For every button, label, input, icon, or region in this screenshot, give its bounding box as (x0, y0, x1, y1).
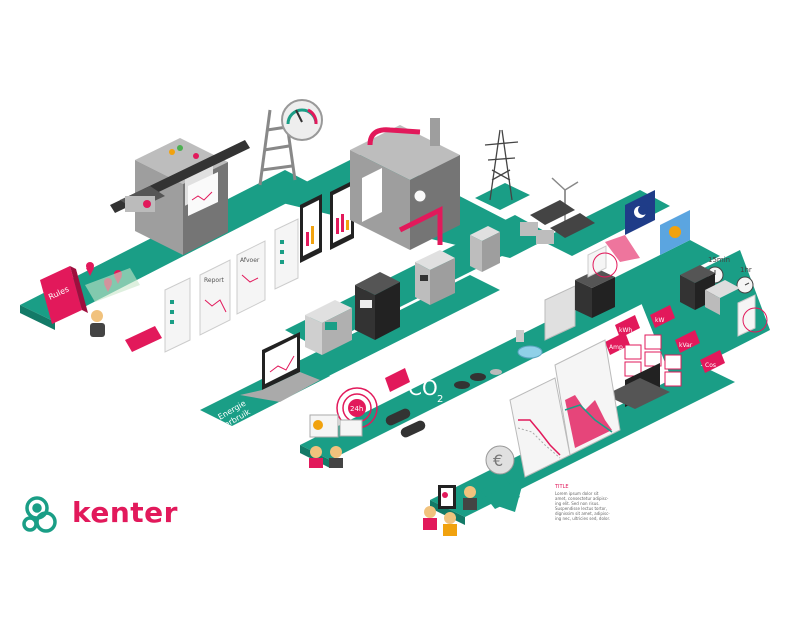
meter-group-right (680, 265, 768, 337)
customer-avatars (423, 485, 477, 536)
kenter-logo-icon (22, 496, 57, 533)
pink-beam (605, 235, 640, 262)
co2-sub: 2 (437, 394, 443, 405)
cos-label: Cos (705, 362, 716, 369)
caption-line: Suspendisse lectus tortor, (555, 506, 607, 511)
caption-line: amet, consectetur adipisc- (555, 496, 609, 501)
mini-charts (624, 334, 682, 387)
kenter-logo: kenter (20, 492, 220, 542)
pink-tag-2 (385, 368, 410, 392)
rules-book: Rules (40, 266, 88, 324)
meter-box (415, 250, 455, 305)
24h-text: 24h (350, 405, 363, 413)
brand-name: kenter (72, 496, 178, 529)
gas-meter (305, 300, 352, 355)
sun-icon (660, 210, 690, 255)
1hr-label: 1hr (740, 266, 752, 274)
laptop-icon (240, 332, 320, 402)
pylon-icon (484, 129, 519, 201)
radiator (544, 285, 576, 341)
15min-label: 15min (708, 256, 730, 264)
scanner-machine (110, 138, 250, 255)
co2-text: CO (408, 376, 438, 400)
solar-panel-icon (520, 200, 595, 244)
building (470, 226, 500, 272)
tablet-icon (300, 180, 354, 263)
euro-icon: € (485, 445, 515, 475)
report-document: Report (199, 259, 231, 336)
map-pin-icon (85, 262, 140, 302)
gauge-icon (281, 99, 323, 141)
water-meter (516, 330, 543, 359)
caption-line: ing elit. Sed non risus. (555, 501, 600, 506)
caption-title: TITLE (554, 484, 569, 490)
checklist-documents (164, 218, 299, 353)
svg-text:€: € (493, 451, 503, 470)
amp-label: Amp (609, 344, 623, 351)
decline-chart (509, 377, 571, 478)
report-label: Report (204, 277, 225, 284)
caption-line: ing nec, ultricies sed, dolor. (555, 516, 610, 521)
consumption-chart (554, 339, 621, 456)
kwh-label: kWh (619, 327, 632, 334)
person-icon (90, 310, 105, 337)
kvar-label: kVar (679, 342, 693, 349)
gas-burners (454, 369, 502, 389)
team-avatars (309, 414, 363, 468)
caption-block: TITLE Lorem ipsum dolor sit amet, consec… (554, 484, 610, 521)
factory-icon (350, 118, 460, 250)
smart-meter (575, 245, 618, 318)
afvoer-document: Afvoer (236, 240, 266, 315)
moon-icon (625, 190, 655, 235)
caption-line: dignissim sit amet, adipisc- (555, 511, 610, 516)
kw-label: kW (655, 317, 664, 324)
monitor (605, 363, 670, 409)
afvoer-label: Afvoer (240, 257, 260, 264)
pink-tag (125, 326, 162, 352)
energy-meter-icon (355, 272, 400, 340)
co2-badge: CO 2 (408, 376, 443, 405)
unit-tags: kWh kW kVar Amp Cos (605, 305, 725, 373)
pipes (385, 408, 426, 438)
caption-line: Lorem ipsum dolor sit (555, 491, 599, 496)
